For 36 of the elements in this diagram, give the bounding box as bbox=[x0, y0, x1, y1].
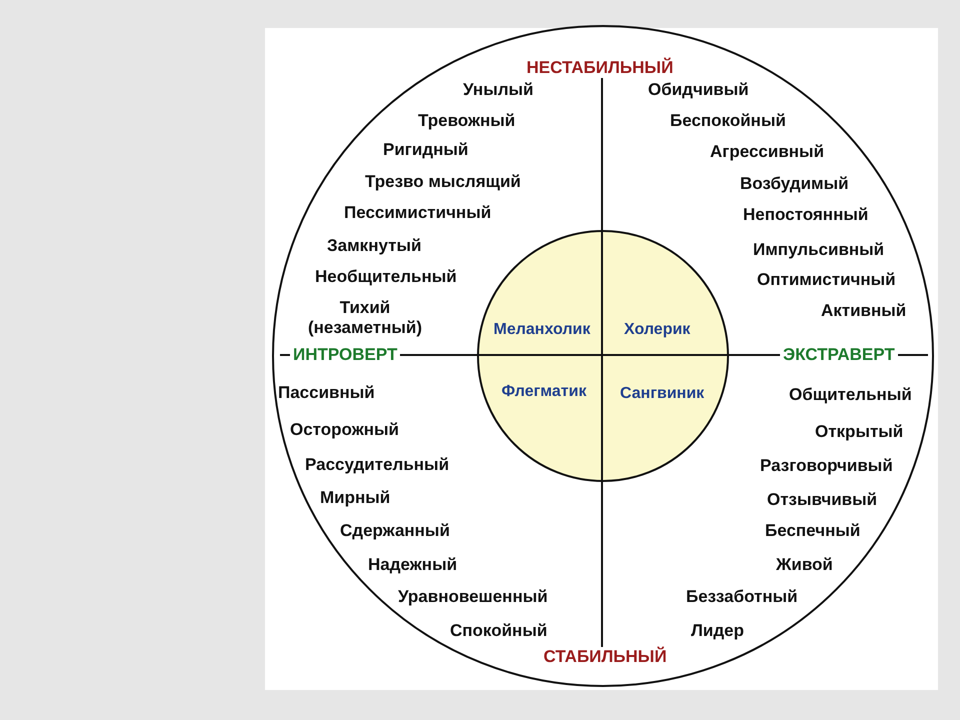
trait-label: Активный bbox=[821, 301, 906, 321]
trait-label: Сдержанный bbox=[340, 521, 450, 541]
trait-label: Разговорчивый bbox=[760, 456, 893, 476]
trait-label: Ригидный bbox=[383, 140, 468, 160]
trait-label: Лидер bbox=[691, 621, 744, 641]
trait-label: Тихий (незаметный) bbox=[306, 298, 424, 338]
trait-label: Уравновешенный bbox=[398, 587, 548, 607]
trait-label: Отзывчивый bbox=[767, 490, 878, 510]
trait-label: Рассудительный bbox=[305, 455, 450, 475]
trait-label: Мирный bbox=[320, 488, 390, 508]
trait-label: Беспокойный bbox=[670, 111, 786, 131]
trait-label: Надежный bbox=[368, 555, 458, 575]
trait-label: Общительный bbox=[789, 385, 912, 405]
trait-label: Беспечный bbox=[765, 521, 860, 541]
trait-label: Импульсивный bbox=[753, 240, 884, 260]
trait-label: Унылый bbox=[463, 80, 534, 100]
temperament-label: Меланхолик bbox=[494, 320, 590, 340]
trait-label: Осторожный bbox=[290, 420, 399, 440]
trait-label: Беззаботный bbox=[686, 587, 798, 607]
trait-label: Тревожный bbox=[418, 111, 516, 131]
trait-label: Живой bbox=[776, 555, 833, 575]
trait-label: Возбудимый bbox=[740, 174, 849, 194]
temperament-label: Холерик bbox=[624, 320, 690, 340]
trait-label: Агрессивный bbox=[710, 142, 824, 162]
temperament-label: Сангвиник bbox=[620, 384, 704, 404]
trait-label: Замкнутый bbox=[327, 236, 422, 256]
trait-label: Спокойный bbox=[450, 621, 548, 641]
temperament-label: Флегматик bbox=[502, 382, 586, 402]
trait-label: Непостоянный bbox=[743, 205, 868, 225]
trait-label: Оптимистичный bbox=[757, 270, 896, 290]
trait-label: Пассивный bbox=[278, 383, 375, 403]
trait-label: Открытый bbox=[815, 422, 904, 442]
trait-label: Пессимистичный bbox=[344, 203, 492, 223]
trait-label: Обидчивый bbox=[648, 80, 749, 100]
trait-label: Трезво мыслящий bbox=[365, 172, 521, 192]
trait-label: Необщительный bbox=[315, 267, 457, 287]
